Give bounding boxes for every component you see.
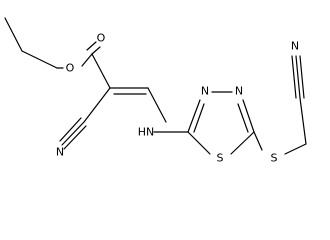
- bond-nitrile-triple-1: [61, 121, 85, 146]
- bond-vinyl-nh: [147, 87, 167, 123]
- bond-ring-n-c5: [242, 99, 255, 133]
- bond-c5-thioether-s: [253, 131, 263, 151]
- bond-ring-c2-n-double: [193, 103, 205, 133]
- bond-nitrile2-triple-3: [291, 55, 297, 99]
- atom-nitrile-nitrogen-2: N: [291, 40, 299, 53]
- atom-ring-nitrogen-2: N: [235, 85, 243, 98]
- bond-nitrile-triple-2: [63, 125, 87, 150]
- atom-thioether-sulfur: S: [271, 152, 278, 165]
- atom-ring-sulfur: S: [217, 152, 224, 165]
- atom-ring-nitrogen-1: N: [201, 85, 209, 98]
- bond-nitrile2-triple-2: [299, 55, 305, 99]
- bond-ch2-nitrile-c: [299, 97, 307, 145]
- atom-amine-nh: HN: [138, 126, 155, 139]
- bond-ring-c2-n: [187, 99, 201, 133]
- atom-ester-oxygen: O: [66, 62, 75, 75]
- bond-ring-s-c2: [187, 131, 211, 155]
- bond-ethyl-ch3: [4, 17, 23, 52]
- bond-o-carbonyl: [81, 53, 93, 67]
- bond-s-ch2: [284, 143, 307, 155]
- bond-carbonyl-alpha: [91, 53, 111, 89]
- bond-ethyl-ch2: [21, 50, 58, 69]
- molecule-structure: O O N HN N N S S N: [4, 17, 307, 165]
- atom-nitrile-nitrogen-1: N: [56, 146, 64, 159]
- bond-nitrile-triple-3: [59, 117, 82, 142]
- atom-carbonyl-oxygen: O: [97, 32, 106, 45]
- bond-alpha-nitrile-c: [83, 87, 111, 123]
- bond-carbonyl-double-2: [86, 41, 97, 51]
- bond-nitrile2-triple-1: [295, 55, 301, 99]
- bond-ring-c5-s: [230, 131, 255, 155]
- bond-carbonyl-double-1: [91, 46, 101, 55]
- bond-ring-n-c5-double: [237, 103, 249, 133]
